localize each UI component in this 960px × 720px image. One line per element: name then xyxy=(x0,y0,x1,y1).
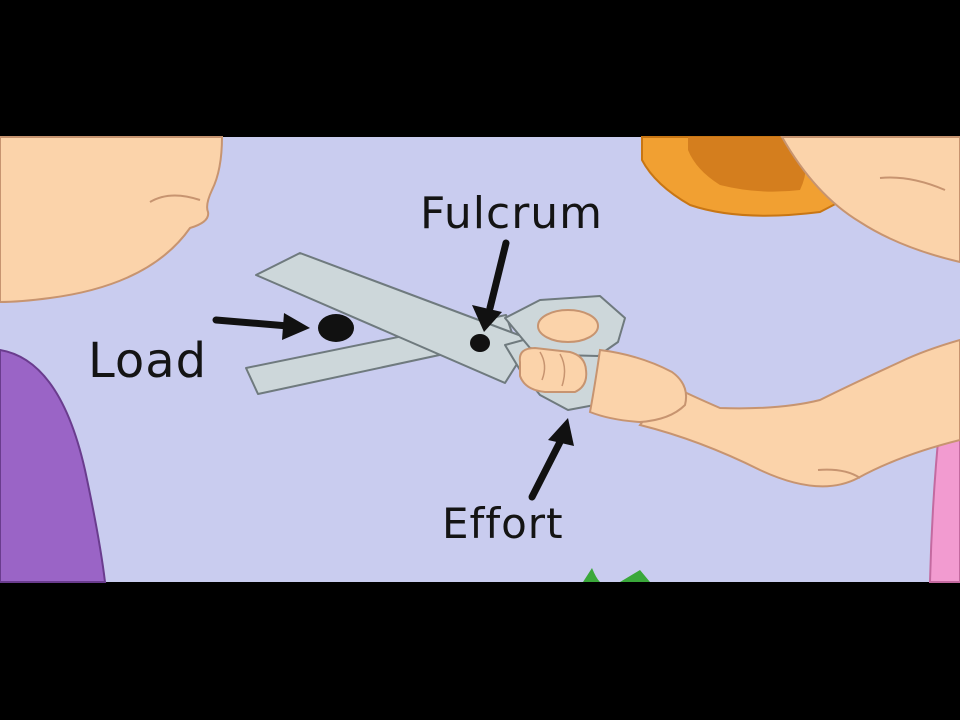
fulcrum-label: Fulcrum xyxy=(420,188,603,239)
thumb xyxy=(537,309,599,343)
finger-crease-2 xyxy=(559,353,566,387)
effort-label: Effort xyxy=(442,499,564,548)
fulcrum-pivot xyxy=(470,334,490,352)
left-character-shirt xyxy=(0,348,107,583)
right-character-face-line xyxy=(879,176,946,191)
elbow-line xyxy=(817,468,861,479)
letterbox-bottom xyxy=(0,582,960,720)
finger-crease-1 xyxy=(539,351,546,381)
left-character-face xyxy=(0,136,224,304)
fingers xyxy=(518,346,588,393)
fulcrum-arrow xyxy=(472,239,510,332)
effort-arrow xyxy=(528,418,574,501)
green-shape-partial xyxy=(583,568,650,582)
hand xyxy=(588,348,688,424)
load-arrow xyxy=(212,313,310,340)
load-point xyxy=(318,314,354,342)
left-character-nose-line xyxy=(149,194,201,203)
load-label: Load xyxy=(88,333,207,389)
right-character-face xyxy=(780,136,960,264)
right-character-hair-shade xyxy=(688,137,806,192)
letterbox-top xyxy=(0,0,960,137)
